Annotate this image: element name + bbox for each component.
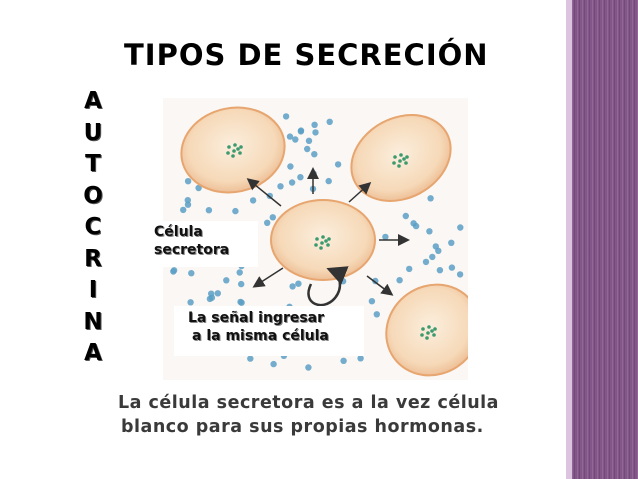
signal-molecule: [232, 207, 239, 215]
signal-molecule: [448, 239, 455, 246]
signal-molecule: [396, 277, 403, 284]
signal-molecule: [238, 280, 245, 288]
signal-molecule: [205, 207, 213, 214]
signal-molecule: [184, 197, 191, 204]
signal-molecule: [195, 184, 202, 192]
signal-molecule: [368, 298, 376, 305]
signal-molecule: [292, 136, 299, 143]
cell-nuclei: [226, 143, 437, 340]
slide-title: TIPOS DE SECRECIÓN: [124, 38, 489, 72]
signal-molecule: [170, 267, 178, 274]
signal-molecule: [305, 137, 313, 144]
signal-molecule: [406, 265, 413, 273]
label-line: La señal ingresar: [188, 310, 325, 326]
signal-molecule: [288, 179, 296, 186]
signal-molecule: [456, 271, 464, 278]
vertical-letter: O: [83, 182, 103, 209]
signal-molecule: [402, 212, 409, 220]
signal-molecule: [187, 299, 194, 306]
signal-molecule: [427, 195, 434, 202]
signal-molecule: [426, 228, 433, 235]
signal-molecule: [208, 290, 215, 297]
signal-molecule: [282, 113, 290, 120]
label-line: secretora: [154, 242, 230, 258]
signal-molecule: [373, 311, 380, 318]
vertical-letter: U: [83, 119, 103, 146]
signal-molecule: [247, 355, 254, 362]
signal-molecule: [340, 357, 347, 364]
label-line: Célula: [154, 224, 203, 240]
signal-molecule: [184, 201, 192, 208]
vertical-letter: A: [84, 340, 102, 366]
decorative-side-bar: [566, 0, 638, 479]
secretion-arrows: [246, 167, 410, 307]
signal-molecule: [277, 183, 284, 190]
caption-line: blanco para sus propias hormonas.: [121, 417, 484, 437]
signal-molecule: [357, 355, 364, 362]
signal-molecule: [287, 163, 294, 170]
signal-label: La señal ingresar a la misma célula: [174, 306, 364, 356]
signal-molecule: [325, 177, 332, 185]
signal-molecule: [236, 269, 243, 276]
secretory-cell: [270, 199, 376, 281]
vertical-letter: R: [84, 245, 102, 272]
signal-molecule: [326, 118, 333, 125]
signal-molecule: [264, 219, 271, 226]
signal-molecule: [304, 145, 311, 153]
slide-caption: La célula secretora es a la vez célula b…: [118, 391, 568, 439]
signal-molecule: [297, 127, 305, 134]
vertical-letter: C: [84, 214, 102, 240]
signal-molecule: [249, 197, 257, 204]
target-cell-top-right: [350, 114, 452, 202]
label-line: a la misma célula: [192, 328, 329, 344]
vertical-letter: T: [85, 151, 101, 177]
signal-molecule: [270, 360, 277, 368]
vertical-word-autocrina: A U T O C R I N A: [80, 86, 106, 370]
signal-molecule: [305, 364, 312, 371]
signal-molecule: [286, 133, 294, 140]
signal-molecule: [188, 270, 195, 277]
vertical-letter: I: [88, 277, 98, 303]
signal-molecule: [435, 247, 442, 254]
signal-molecule: [223, 277, 230, 284]
signal-molecule: [295, 280, 302, 287]
decorative-side-bar-edge: [566, 0, 572, 479]
signal-molecule: [311, 151, 318, 158]
signal-molecule: [334, 161, 342, 168]
caption-line: La célula secretora es a la vez célula: [118, 393, 499, 413]
signal-molecule: [180, 206, 187, 214]
target-cell-bottom-right: [385, 283, 468, 377]
vertical-letter: N: [83, 308, 103, 335]
signal-molecule: [410, 220, 417, 227]
signal-molecule: [269, 214, 276, 221]
secretory-cell-label: Célula secretora: [148, 221, 258, 267]
signal-molecule: [311, 121, 318, 128]
signal-molecule: [436, 267, 444, 274]
vertical-letter: A: [84, 88, 102, 114]
signal-molecule: [214, 290, 221, 297]
signal-molecule: [382, 233, 389, 241]
signal-molecule: [237, 298, 244, 306]
signal-molecule: [457, 224, 464, 231]
signal-molecule: [312, 129, 319, 136]
signal-molecule: [297, 174, 304, 181]
signal-molecule: [422, 258, 430, 266]
signal-molecule: [289, 283, 296, 290]
signal-molecule: [448, 264, 456, 271]
signal-molecule: [184, 178, 192, 185]
signal-molecule: [429, 253, 436, 261]
